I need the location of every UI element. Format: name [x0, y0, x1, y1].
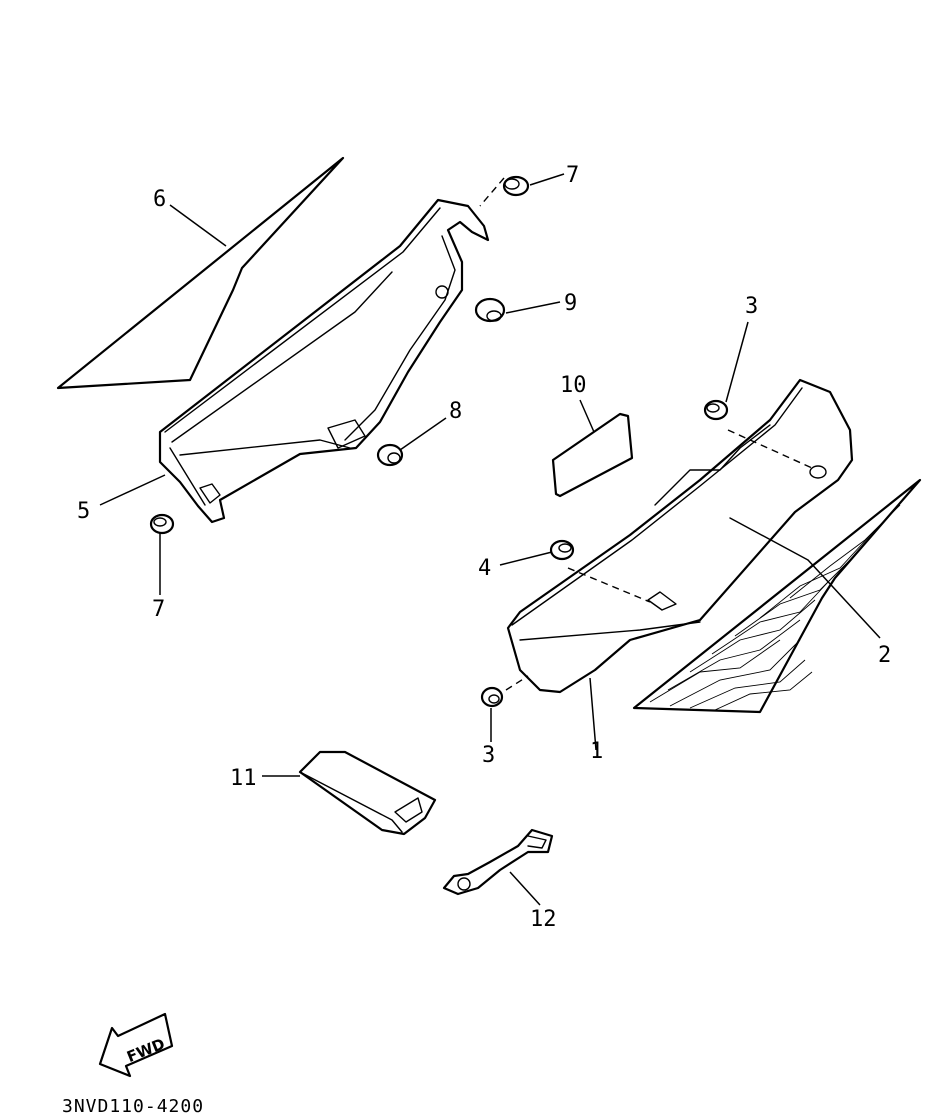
part-7-damper-top — [502, 175, 530, 197]
callout-3-top: 3 — [745, 294, 758, 319]
part-2-decal — [632, 478, 922, 714]
part-1-side-cover — [506, 378, 854, 694]
part-10-emblem-plate — [551, 412, 634, 498]
part-3-damper-top — [703, 399, 729, 421]
callout-7-top: 7 — [566, 163, 579, 188]
callout-4: 4 — [478, 556, 491, 581]
callout-8: 8 — [449, 399, 462, 424]
callout-6: 6 — [153, 187, 166, 212]
callout-1: 1 — [590, 739, 603, 764]
part-7-damper-bottom — [149, 513, 175, 535]
callout-3-bottom: 3 — [482, 743, 495, 768]
part-6-decal — [56, 156, 345, 390]
forward-direction-arrow-icon: FWD — [98, 1012, 174, 1078]
callout-7-bottom: 7 — [152, 597, 165, 622]
drawing-code: 3NVD110-4200 — [62, 1096, 204, 1117]
callout-9: 9 — [564, 291, 577, 316]
part-8-damper — [376, 443, 404, 467]
part-9-collar — [474, 297, 506, 323]
assembly-line-3 — [505, 675, 529, 691]
callout-5: 5 — [77, 499, 90, 524]
part-3-damper-bottom — [480, 686, 504, 708]
part-11-pouch — [298, 750, 437, 836]
part-12-strap — [442, 828, 554, 896]
callout-12: 12 — [530, 907, 557, 932]
callout-11: 11 — [230, 766, 257, 791]
assembly-line-7 — [479, 177, 505, 207]
callout-2: 2 — [878, 643, 891, 668]
leader-lines — [99, 173, 881, 906]
part-5-side-cover-frame — [158, 198, 490, 524]
callout-10: 10 — [560, 373, 587, 398]
part-4-damper — [549, 539, 575, 561]
